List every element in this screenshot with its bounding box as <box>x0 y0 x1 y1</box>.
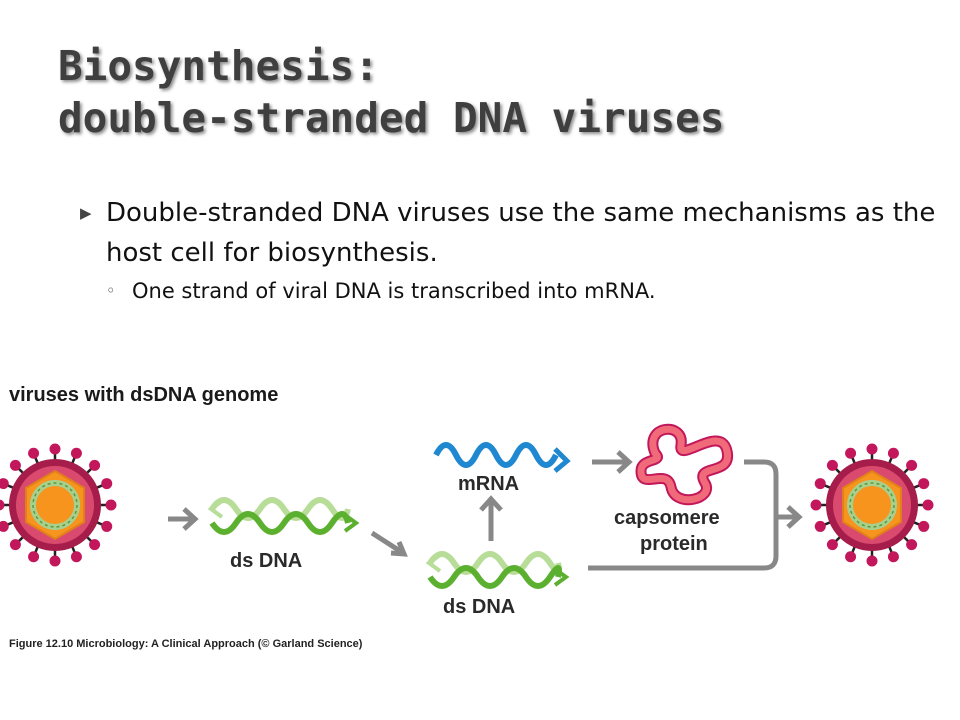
virus-spike-head <box>70 551 82 563</box>
ds-dna-left-label: ds DNA <box>230 550 302 572</box>
virus-spike-head <box>28 551 40 563</box>
parent-virus-icon <box>0 443 117 567</box>
virus-spike-head <box>49 555 61 567</box>
dsdna-biosynthesis-diagram: ds DNA ds DNA mRNA capsomere protein <box>0 423 934 618</box>
virus-spike-head <box>101 478 113 490</box>
arrow-release-icon <box>168 507 199 531</box>
arrow-translation-icon <box>592 450 633 474</box>
arrow-replication-icon <box>370 530 408 557</box>
title-line-1: Biosynthesis: <box>58 42 379 90</box>
virus-spike-head <box>70 447 82 459</box>
mrna-label: mRNA <box>458 473 519 495</box>
virus-spike-head <box>887 551 899 563</box>
figure-caption: Figure 12.10 Microbiology: A Clinical Ap… <box>9 638 363 650</box>
virus-spike-head <box>9 459 21 471</box>
virus-spike-head <box>866 555 878 567</box>
virus-spike-head <box>9 539 21 551</box>
arrow-assembly-icon <box>588 459 803 571</box>
virus-spike-head <box>28 447 40 459</box>
virus-spike-head <box>887 447 899 459</box>
virus-spike-head <box>845 551 857 563</box>
virus-spike-head <box>845 447 857 459</box>
virus-spike-head <box>866 443 878 455</box>
ds-dna-bottom-icon <box>425 551 570 589</box>
virus-spike-head <box>826 539 838 551</box>
virus-spike-head <box>0 478 9 490</box>
sub-bullet-item: ◦ One strand of viral DNA is transcribed… <box>80 275 940 307</box>
virus-spike-head <box>49 443 61 455</box>
bullet-item: ▶ Double-stranded DNA viruses use the sa… <box>80 193 940 273</box>
virus-spike-head <box>922 499 934 511</box>
bullet-list: ▶ Double-stranded DNA viruses use the sa… <box>80 193 940 307</box>
progeny-virus-icon <box>810 443 934 567</box>
ds-dna-left-icon <box>207 497 360 535</box>
virus-spike-head <box>918 478 930 490</box>
capsomere-label-line2: protein <box>640 533 708 555</box>
capsomere-protein-icon <box>635 423 734 506</box>
bullet-text: Double-stranded DNA viruses use the same… <box>106 198 936 268</box>
virus-spike-head <box>89 539 101 551</box>
figure-heading: viruses with dsDNA genome <box>9 384 279 406</box>
virus-spike-head <box>906 459 918 471</box>
virus-spike-head <box>826 459 838 471</box>
sub-bullet-circle-icon: ◦ <box>106 281 116 300</box>
sub-bullet-text: One strand of viral DNA is transcribed i… <box>132 279 656 303</box>
virus-spike-head <box>810 499 822 511</box>
virus-spike-head <box>906 539 918 551</box>
virus-spike-head <box>101 520 113 532</box>
virus-spike-head <box>814 520 826 532</box>
virus-spike-head <box>814 478 826 490</box>
mrna-icon <box>433 442 571 473</box>
virus-spike-head <box>0 520 9 532</box>
bullet-arrow-icon: ▶ <box>80 204 92 222</box>
virus-spike-head <box>0 499 5 511</box>
title-line-2: double-stranded DNA viruses <box>58 94 725 142</box>
ds-dna-bottom-label: ds DNA <box>443 596 515 618</box>
virus-spike-head <box>918 520 930 532</box>
slide-title: Biosynthesis: double-stranded DNA viruse… <box>58 40 724 144</box>
virus-spike-head <box>105 499 117 511</box>
arrow-transcription-icon <box>479 495 503 541</box>
capsomere-label-line1: capsomere <box>614 507 720 529</box>
virus-spike-head <box>89 459 101 471</box>
